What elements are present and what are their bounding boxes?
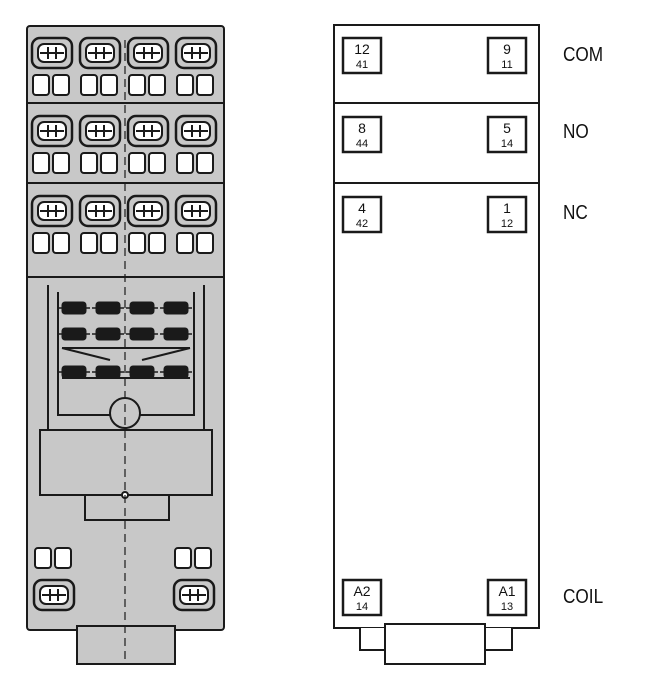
socket-terminals [30, 36, 218, 254]
row-coil: A2 14 A1 13 [341, 578, 528, 617]
terminal-box-left [341, 36, 383, 75]
terminal-number-bottom: 41 [356, 59, 368, 71]
terminal-number-bottom: 14 [356, 601, 368, 613]
wire-slot [128, 74, 146, 96]
terminal-box-right [486, 578, 528, 617]
terminal-box-right [486, 36, 528, 75]
wire-slot [80, 74, 98, 96]
terminal-number-top: 1 [503, 200, 511, 216]
terminal-number-top: 9 [503, 41, 511, 57]
wire-slot [174, 547, 192, 569]
row-com: 12 41 9 11 [341, 36, 528, 75]
row-nc: 4 42 1 12 [341, 195, 528, 234]
terminal-box-left [341, 195, 383, 234]
wire-slot [176, 232, 194, 254]
wire-slot [54, 547, 72, 569]
wire-slot [148, 232, 166, 254]
wire-slot [100, 152, 118, 174]
row-label-com: COM [563, 44, 604, 66]
lever-tab [84, 494, 170, 521]
terminal-number-top: 8 [358, 120, 366, 136]
wire-slot [80, 152, 98, 174]
din-clip [76, 625, 176, 665]
row-no: 8 44 5 14 [341, 115, 528, 154]
terminal-box-left [341, 578, 383, 617]
wire-slot [32, 74, 50, 96]
wire-slot [196, 152, 214, 174]
wire-slot [100, 232, 118, 254]
wire-slot [32, 232, 50, 254]
terminal-number-bottom: 42 [356, 218, 368, 230]
relay-pins [58, 301, 192, 379]
terminal-box-left [341, 115, 383, 154]
terminal-number-top: 5 [503, 120, 511, 136]
wire-slot [196, 74, 214, 96]
terminal-box-right [486, 195, 528, 234]
terminal-number-top: 12 [354, 41, 370, 57]
terminal-number-bottom: 12 [501, 218, 513, 230]
terminal-number-top: 4 [358, 200, 366, 216]
relay-area [39, 285, 213, 521]
terminal-number-bottom: 44 [356, 138, 368, 150]
schematic-clip-center [384, 623, 486, 665]
terminal-box-right [486, 115, 528, 154]
wire-slot [128, 152, 146, 174]
wire-slot [148, 74, 166, 96]
wire-slot [196, 232, 214, 254]
wire-slot [100, 74, 118, 96]
terminal-number-bottom: 14 [501, 138, 513, 150]
wire-slot [80, 232, 98, 254]
release-lever [39, 429, 213, 496]
terminal-number-top: A1 [498, 583, 515, 599]
wire-slot [176, 74, 194, 96]
terminal-number-bottom: 13 [501, 601, 513, 613]
wire-slot [148, 152, 166, 174]
terminal-number-bottom: 11 [501, 59, 512, 71]
wire-slot [52, 152, 70, 174]
wire-slot [176, 152, 194, 174]
terminal-number-top: A2 [353, 583, 370, 599]
row-label-no: NO [563, 121, 589, 143]
coil-terminals [32, 547, 216, 612]
wire-slot [52, 74, 70, 96]
wire-slot [32, 152, 50, 174]
wire-slot [52, 232, 70, 254]
wire-slot [34, 547, 52, 569]
row-label-coil: COIL [563, 586, 604, 608]
row-label-nc: NC [563, 202, 588, 224]
wire-slot [128, 232, 146, 254]
wire-slot [194, 547, 212, 569]
schematic-body [333, 24, 540, 629]
